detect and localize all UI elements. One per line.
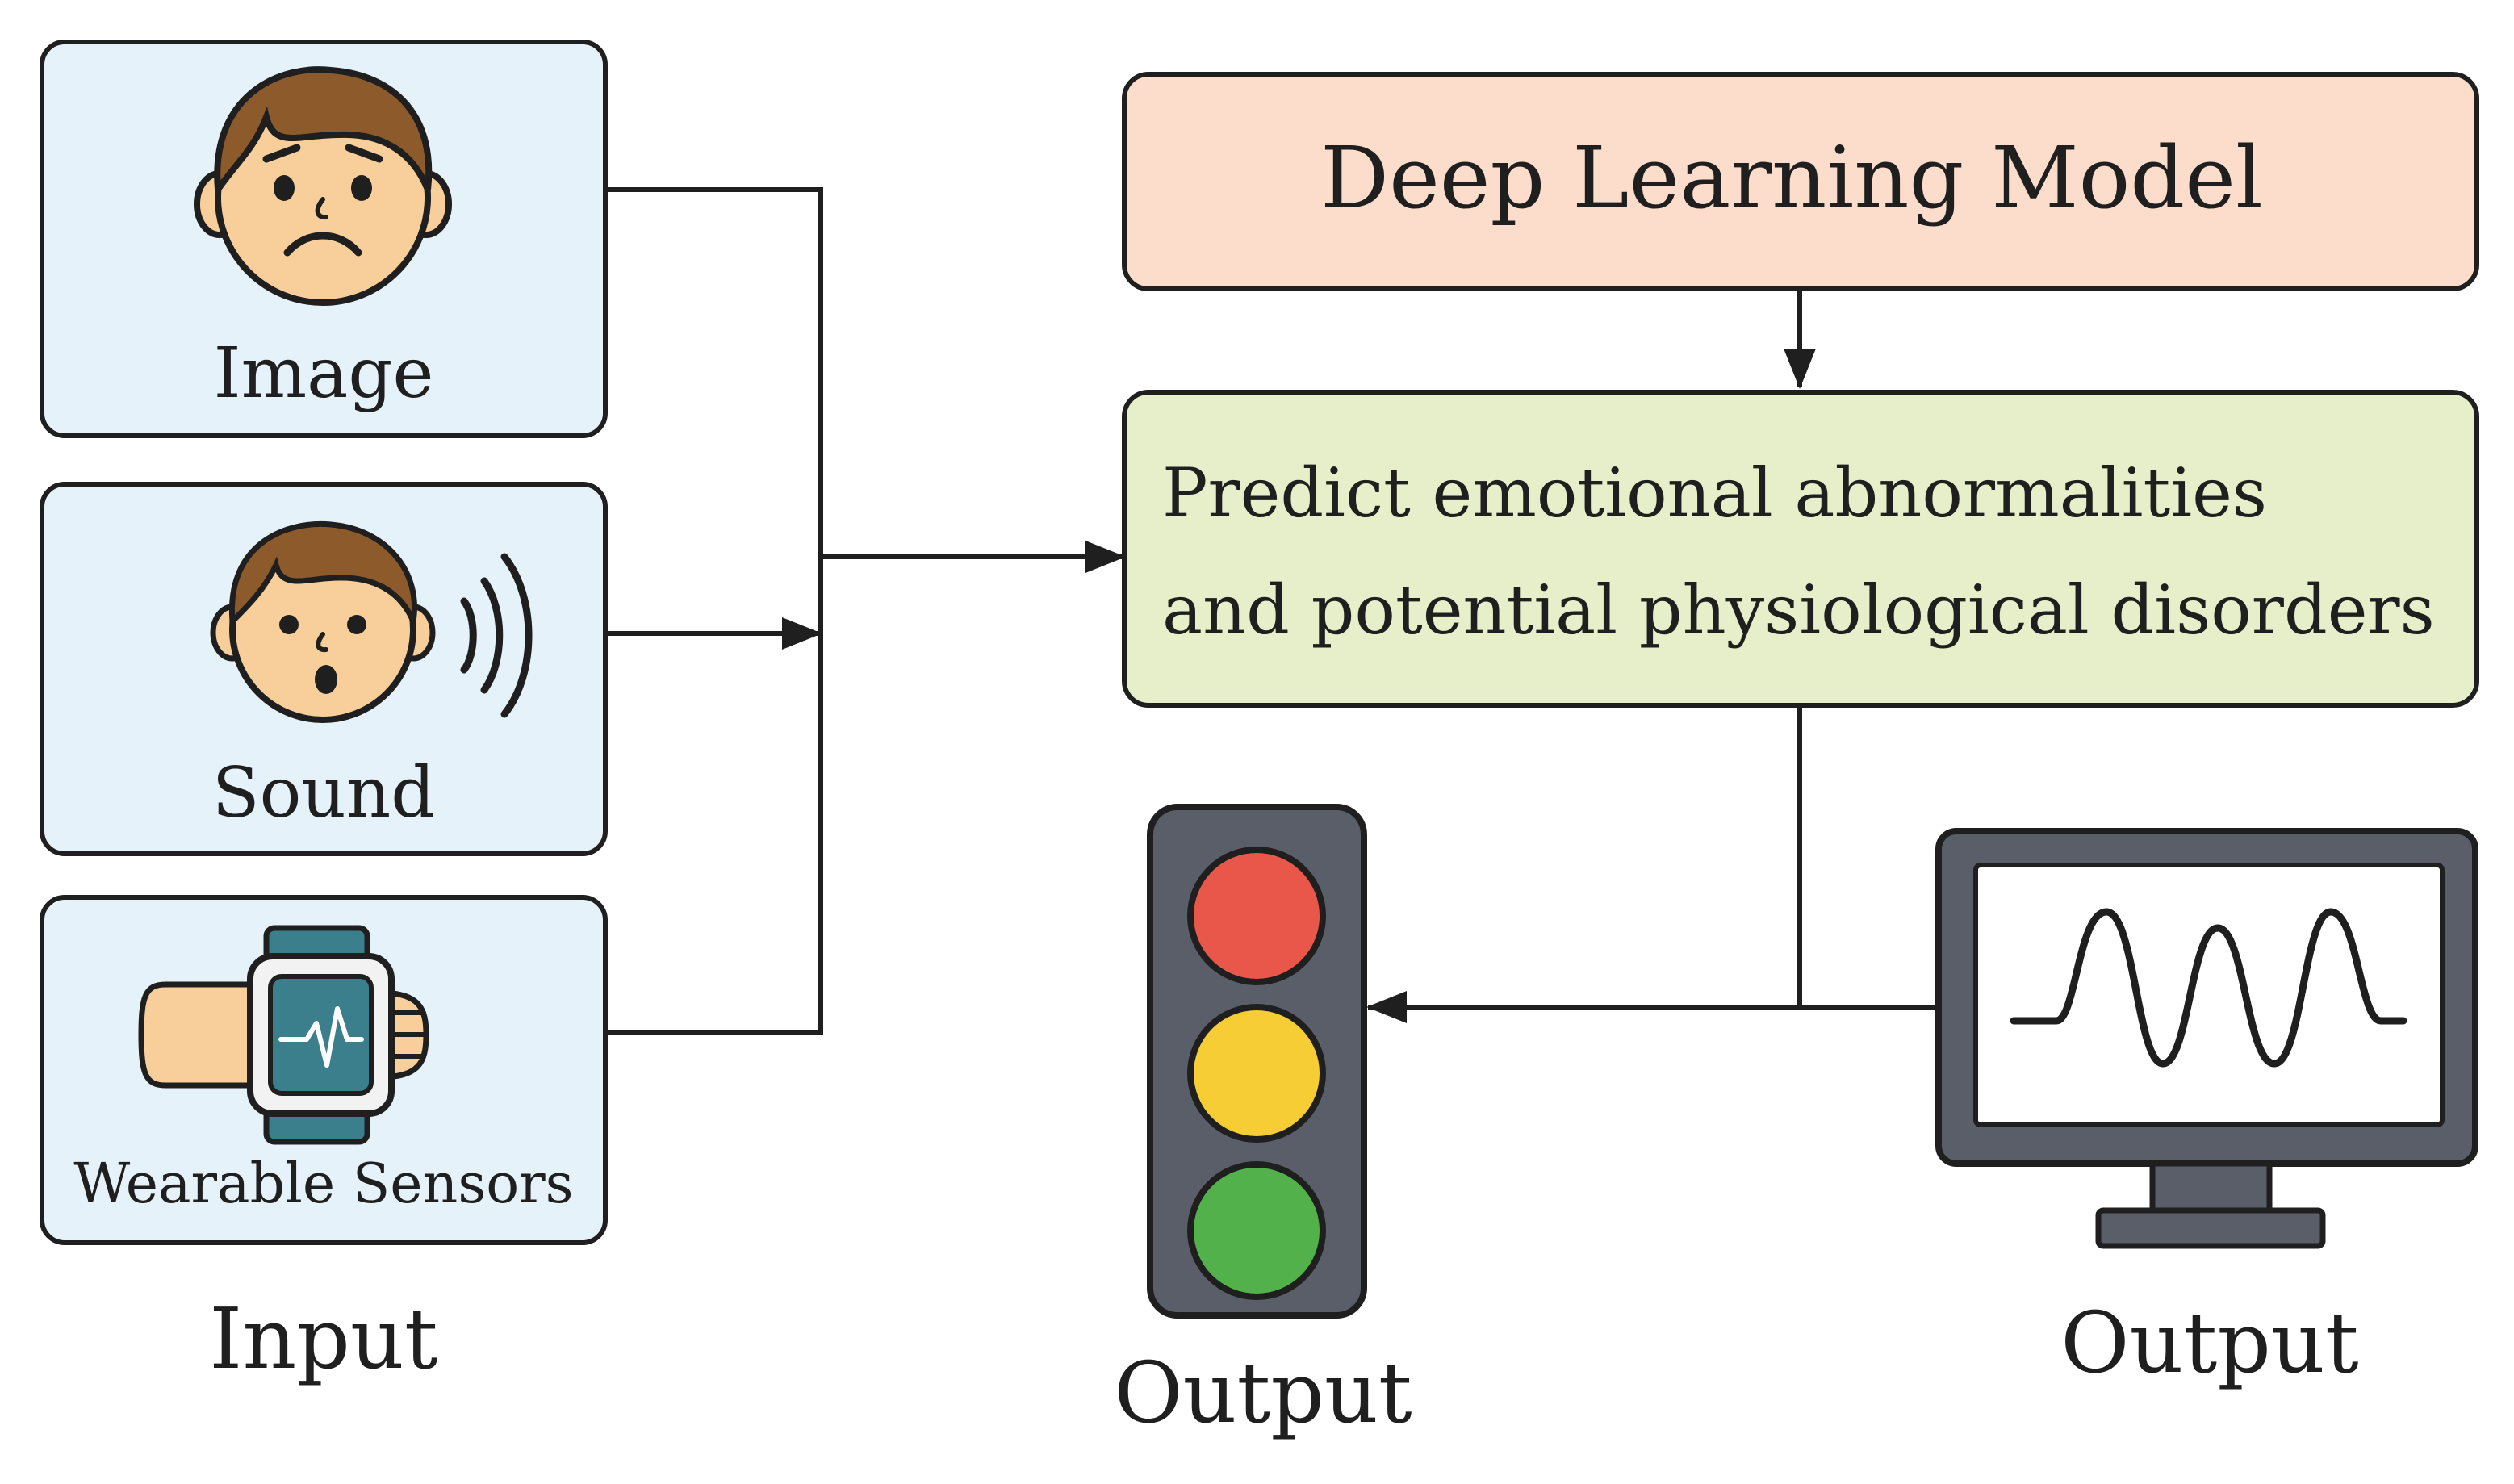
output-connectors [1366, 705, 1939, 1023]
wrist-smartwatch-icon [138, 925, 429, 1145]
model-panel: Deep Learning Model [1122, 72, 2479, 291]
sensors-label: Wearable Sensors [73, 1152, 573, 1216]
traffic-light-icon [1147, 804, 1367, 1319]
traffic-light-output-caption: Output [1114, 1344, 1412, 1442]
monitor-waveform-icon [1935, 828, 2478, 1249]
sound-input-panel: Sound [40, 482, 608, 856]
prediction-panel: Predict emotional abnormalities and pote… [1122, 390, 2479, 708]
prediction-line-2: and potential physiological disorders [1162, 571, 2435, 650]
image-label: Image [214, 333, 434, 414]
sensors-input-panel: Wearable Sensors [40, 895, 608, 1245]
surprised-face-icon [210, 520, 436, 723]
monitor-output-caption: Output [2060, 1294, 2358, 1392]
yellow-light [1187, 1004, 1326, 1143]
input-caption: Input [209, 1290, 437, 1388]
model-label: Deep Learning Model [1320, 128, 2263, 228]
input-connectors [605, 187, 1126, 1035]
prediction-line-1: Predict emotional abnormalities [1162, 454, 2267, 533]
sound-label: Sound [212, 753, 436, 834]
sound-waves-icon [460, 553, 533, 718]
image-connector [605, 187, 823, 1035]
sad-face-icon [194, 66, 452, 306]
prediction-box [1122, 390, 2479, 708]
waveform-trace [2010, 908, 2407, 1068]
green-light [1187, 1161, 1326, 1300]
image-input-panel: Image [40, 40, 608, 438]
red-light [1187, 847, 1326, 985]
